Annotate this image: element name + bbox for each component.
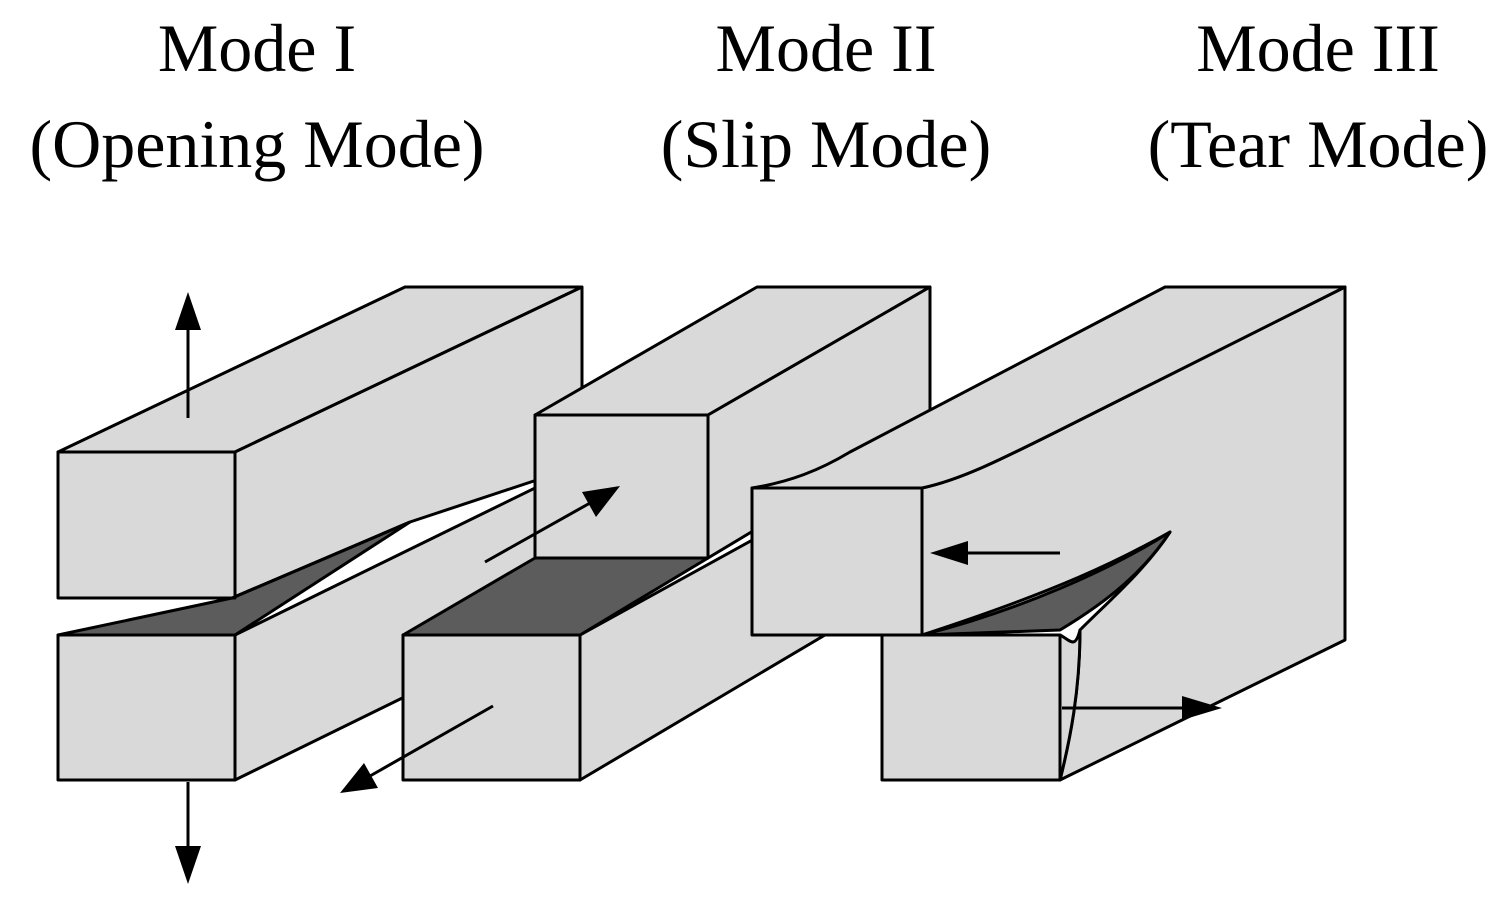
mode-3-title: Mode III bbox=[1196, 10, 1440, 86]
mode-3-label: Mode III (Tear Mode) bbox=[1058, 0, 1508, 192]
mode-3-body bbox=[750, 285, 1347, 782]
mode-2-front-arrow bbox=[340, 704, 494, 793]
mode-2-subtitle: (Slip Mode) bbox=[660, 106, 992, 182]
mode-3-top-face bbox=[750, 285, 1347, 490]
mode-2-label: Mode II (Slip Mode) bbox=[566, 0, 1086, 192]
mode-1-lower-block bbox=[56, 463, 584, 782]
arrow-left-icon bbox=[930, 541, 968, 565]
mode-1-crack-tip-edge bbox=[231, 520, 411, 600]
mode-1-upper-front-face bbox=[56, 450, 237, 600]
mode-3-subtitle: (Tear Mode) bbox=[1147, 106, 1489, 182]
mode-3-lower-twist-face bbox=[1058, 628, 1082, 782]
mode-1-title: Mode I bbox=[157, 10, 357, 86]
mode-3-lower-front-face bbox=[880, 633, 1062, 782]
mode-1-label: Mode I (Opening Mode) bbox=[0, 0, 517, 192]
mode-1-lower-front-face bbox=[56, 633, 237, 782]
mode-2-title: Mode II bbox=[715, 10, 937, 86]
arrow-up-icon bbox=[175, 292, 201, 330]
mode-3-out-arrow bbox=[1062, 696, 1222, 720]
mode-3-upper-front-face bbox=[750, 486, 924, 637]
mode-3-specimen bbox=[750, 285, 1347, 782]
arrow-upper-right-icon bbox=[582, 486, 620, 517]
mode-2-back-arrow bbox=[484, 486, 620, 564]
arrow-down-icon bbox=[175, 846, 201, 884]
mode-1-up-arrow bbox=[175, 292, 201, 418]
mode-1-specimen bbox=[56, 285, 584, 884]
mode-1-down-arrow bbox=[175, 782, 201, 884]
mode-3-crack-face bbox=[920, 530, 1172, 637]
mode-1-subtitle: (Opening Mode) bbox=[29, 106, 485, 182]
arrow-lower-left-icon bbox=[340, 763, 378, 793]
mode-3-in-arrow bbox=[930, 541, 1060, 565]
arrow-right-icon bbox=[1182, 696, 1222, 720]
mode-2-upper-front-face bbox=[533, 413, 710, 560]
